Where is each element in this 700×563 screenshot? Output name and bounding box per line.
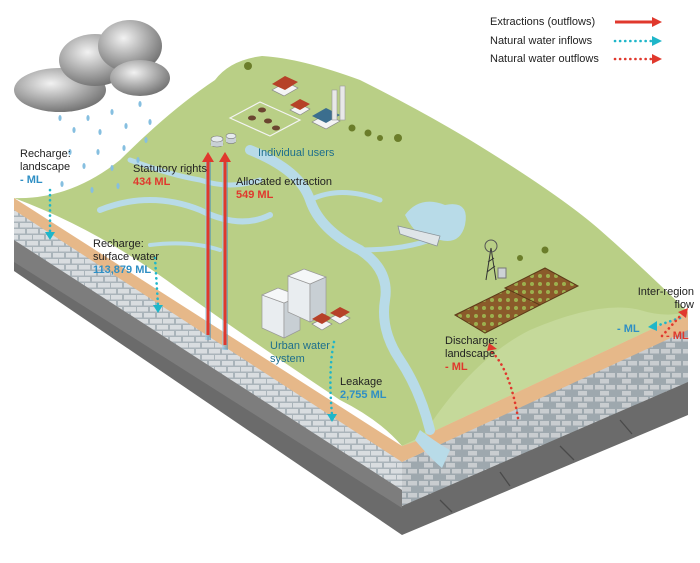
individual-users-label: Individual users [258, 147, 335, 159]
block-right-face [402, 312, 688, 535]
statutory-rights-arrow-icon [202, 152, 214, 162]
crop-fields [453, 267, 580, 334]
legend-glyphs [613, 17, 662, 64]
recharge-surface-title-1: Recharge: [93, 238, 144, 250]
urban-water-title-2: system [270, 353, 305, 365]
discharge-landscape-label: Discharge: landscape - ML [445, 335, 498, 374]
urban-buildings [261, 268, 351, 339]
extraction-pipes [202, 152, 231, 350]
inter-region-inflow-arrow-icon [648, 321, 657, 331]
rain-drops [58, 101, 152, 193]
recharge-surface-value: 113,879 ML [93, 264, 152, 276]
allocated-extraction-label: Allocated extraction 549 ML [236, 176, 332, 202]
recharge-surface-arrow-icon [153, 305, 163, 313]
urban-water-title-1: Urban water [270, 340, 330, 352]
legend-outflow-arrow-icon [652, 54, 662, 64]
statutory-rights-label: Statutory rights 434 ML [133, 163, 207, 189]
inter-region-inflow-value: - ML [617, 323, 640, 335]
recharge-landscape-title-2: landscape [20, 161, 71, 173]
legend-extractions-label: Extractions (outflows) [490, 16, 596, 28]
recharge-surface-water-label: Recharge: surface water 113,879 ML [93, 238, 159, 277]
recharge-landscape-arrow-icon [45, 232, 55, 240]
natural-inflow-paths [48, 188, 682, 417]
legend-inflows-label: Natural water inflows [490, 35, 593, 47]
natural-outflow-paths [490, 312, 684, 420]
legend-extraction-arrow-icon [652, 17, 662, 27]
windmill-icon [484, 239, 507, 281]
discharge-arrow-icon [487, 343, 497, 351]
discharge-title-2: landscape [445, 348, 496, 360]
inter-region-title-1: Inter-region [637, 286, 694, 298]
allocated-extraction-arrow-icon [219, 152, 231, 162]
legend-inflow-arrow-icon [652, 36, 662, 46]
inter-region-outflow-arrow-icon [678, 308, 688, 318]
statutory-rights-value: 434 ML [133, 176, 171, 188]
inter-region-flow-label: Inter-region flow [632, 286, 694, 312]
recharge-landscape-label: Recharge: landscape - ML [20, 148, 71, 187]
land-surface [14, 56, 688, 446]
reservoir [397, 201, 466, 247]
leakage-title: Leakage [340, 376, 383, 388]
statutory-rights-title: Statutory rights [133, 163, 207, 175]
discharge-value: - ML [445, 361, 468, 373]
leakage-label: Leakage 2,755 ML [340, 376, 386, 402]
urban-water-system-label: Urban water system [270, 340, 330, 366]
legend-outflows-label: Natural water outflows [490, 53, 599, 65]
farm-buildings [210, 76, 346, 148]
discharge-title-1: Discharge: [445, 335, 498, 347]
inter-region-title-2: flow [674, 299, 694, 311]
recharge-landscape-title-1: Recharge: [20, 148, 71, 160]
recharge-landscape-value: - ML [20, 174, 43, 186]
recharge-surface-title-2: surface water [93, 251, 160, 263]
inter-region-outflow-value: - ML [666, 330, 689, 342]
trees [244, 62, 549, 261]
leakage-arrow-icon [327, 414, 337, 422]
allocated-extraction-value: 549 ML [236, 189, 274, 201]
leakage-value: 2,755 ML [340, 389, 387, 401]
river [97, 145, 453, 435]
allocated-extraction-title: Allocated extraction [236, 176, 332, 188]
rain-cloud-icon [14, 20, 170, 112]
